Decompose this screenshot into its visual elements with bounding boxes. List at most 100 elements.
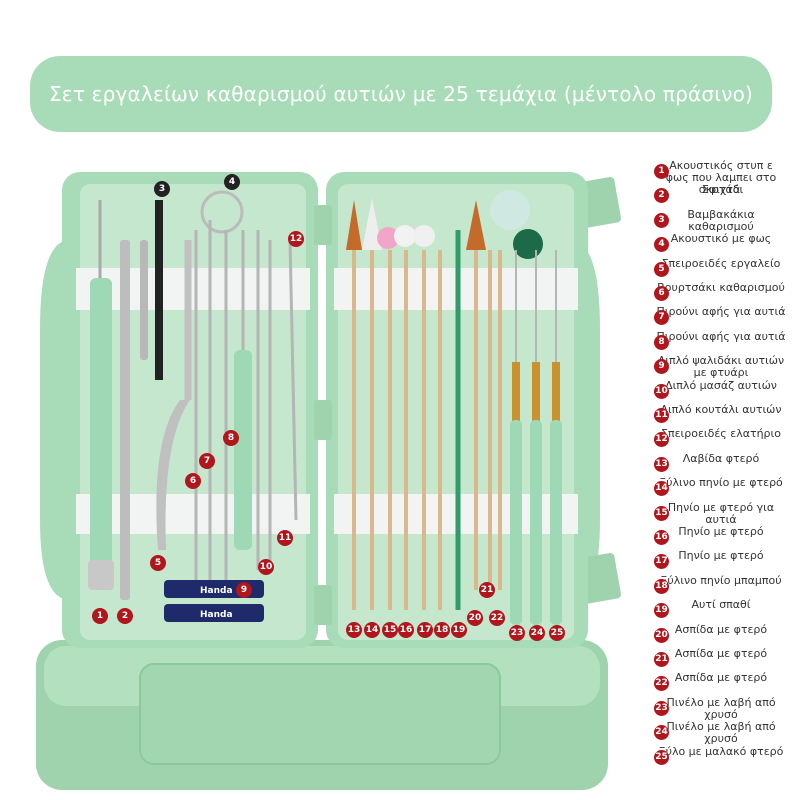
case-handle-bottom xyxy=(139,663,501,765)
legend-number: 9 xyxy=(654,359,669,375)
legend-number: 16 xyxy=(654,530,669,545)
legend-number: 23 xyxy=(654,700,669,716)
legend-number: 14 xyxy=(654,481,669,497)
legend-number: 24 xyxy=(654,725,669,741)
marker-1: 1 xyxy=(92,608,108,624)
legend-label: Πιρούνι αφής για αυτιά xyxy=(656,329,786,343)
marker-23: 23 xyxy=(509,625,525,641)
hinge-bottom xyxy=(314,585,332,625)
legend-label: Σφιχτά xyxy=(701,183,741,197)
marker-17: 17 xyxy=(417,622,433,638)
marker-12: 12 xyxy=(288,231,304,247)
legend-label: Σπειροειδές εργαλείο xyxy=(661,256,781,270)
marker-13: 13 xyxy=(346,622,362,638)
marker-25: 25 xyxy=(549,625,565,641)
legend-label: Ακουστικό με φως xyxy=(670,232,772,246)
legend-number: 13 xyxy=(654,456,669,472)
legend-number: 20 xyxy=(654,627,669,643)
legend-number: 15 xyxy=(654,505,669,521)
marker-19: 19 xyxy=(451,622,467,638)
legend-label: Πηνίο με φτερό xyxy=(678,525,764,538)
marker-4: 4 xyxy=(224,174,240,190)
legend-item: Αυτί σπαθί 19 xyxy=(654,599,794,627)
marker-11: 11 xyxy=(277,530,293,546)
legend-number: 1 xyxy=(654,164,669,179)
legend-label: Διπλό κουτάλι αυτιών xyxy=(660,403,782,416)
legend-label: Πηνίο με φτερό xyxy=(678,549,764,563)
legend-item: Ασπίδα με φτερό 20 xyxy=(654,623,794,652)
legend-label: Ξύλινο πηνίο με φτερό xyxy=(659,476,783,490)
legend-label: Διπλό μασάζ αυτιών xyxy=(665,378,777,392)
legend-number: 10 xyxy=(654,383,669,399)
legend-label: Σπειροειδές ελατήριο xyxy=(661,427,781,441)
marker-22: 22 xyxy=(489,610,505,626)
legend-item: Ακουστικός στυπ ε φως που λαμπει στο σκο… xyxy=(654,160,794,196)
hinge-top xyxy=(314,205,332,245)
tool-green-handle xyxy=(234,350,252,550)
legend-label: Βουρτσάκι καθαρισμού xyxy=(657,281,785,294)
legend-number: 8 xyxy=(654,334,669,350)
legend-number: 25 xyxy=(654,749,669,765)
legend-number: 11 xyxy=(654,408,669,423)
legend-number: 5 xyxy=(654,261,669,277)
marker-16: 16 xyxy=(398,622,414,638)
legend-number: 4 xyxy=(654,237,669,253)
marker-2: 2 xyxy=(117,608,133,624)
legend-label: Ξύλο με μαλακό φτερό xyxy=(658,744,784,758)
marker-21: 21 xyxy=(479,582,495,598)
legend-number: 18 xyxy=(654,578,669,594)
tool-flat-probe xyxy=(120,240,130,600)
marker-6: 6 xyxy=(185,473,201,489)
legend-number: 2 xyxy=(654,188,669,204)
legend-item: Λαβίδα φτερό 13 xyxy=(654,452,794,481)
page-title: Σετ εργαλείων καθαρισμού αυτιών με 25 τε… xyxy=(48,82,754,106)
left-handle xyxy=(40,240,82,600)
hinge-mid xyxy=(314,400,332,440)
tool-light-earpick xyxy=(90,278,112,578)
legend-label: Ασπίδα με φτερό xyxy=(674,622,768,636)
marker-15: 15 xyxy=(382,622,398,638)
legend-number: 6 xyxy=(654,286,669,301)
legend-item: Ασπίδα με φτερό 21 xyxy=(654,648,794,676)
legend-label: Λαβίδα φτερό xyxy=(682,451,760,465)
battery-brand-2: Handa xyxy=(200,610,233,620)
marker-24: 24 xyxy=(529,625,545,641)
tool-tweezers xyxy=(156,400,190,550)
legend-item: Πηνίο με φτερό 16 xyxy=(654,526,794,554)
feather-sticks xyxy=(346,190,562,625)
legend-number: 19 xyxy=(654,603,669,619)
legend-number: 7 xyxy=(654,310,669,326)
legend-label: Διπλό ψαλιδάκι αυτιών με φτυάρι xyxy=(657,354,785,380)
legend-number: 21 xyxy=(654,652,669,667)
legend-label: Αυτί σπαθί xyxy=(691,598,751,612)
legend-label: Πινέλο με λαβή από χρυσό xyxy=(666,695,776,721)
tool-black-swab xyxy=(155,200,163,380)
legend-label: Ασπίδα με φτερό xyxy=(674,671,768,685)
legend-label: Ασπίδα με φτερό xyxy=(674,647,768,660)
marker-14: 14 xyxy=(364,622,380,638)
legend-label: Βαμβακάκια καθαρισμού xyxy=(687,207,755,233)
battery-brand-1: Handa xyxy=(200,586,233,596)
legend-label: Ακουστικός στυπ ε φως που λαμπει στο σκο… xyxy=(665,159,777,196)
legend-label: Ξύλινο πηνίο μπαμπού xyxy=(660,573,782,587)
legend-item: Σφιχτά 2 xyxy=(654,184,794,212)
marker-7: 7 xyxy=(199,453,215,469)
legend: Ακουστικός στυπ ε φως που λαμπει στο σκο… xyxy=(638,150,800,800)
tool-light-coil xyxy=(200,190,244,234)
marker-10: 10 xyxy=(258,559,274,575)
